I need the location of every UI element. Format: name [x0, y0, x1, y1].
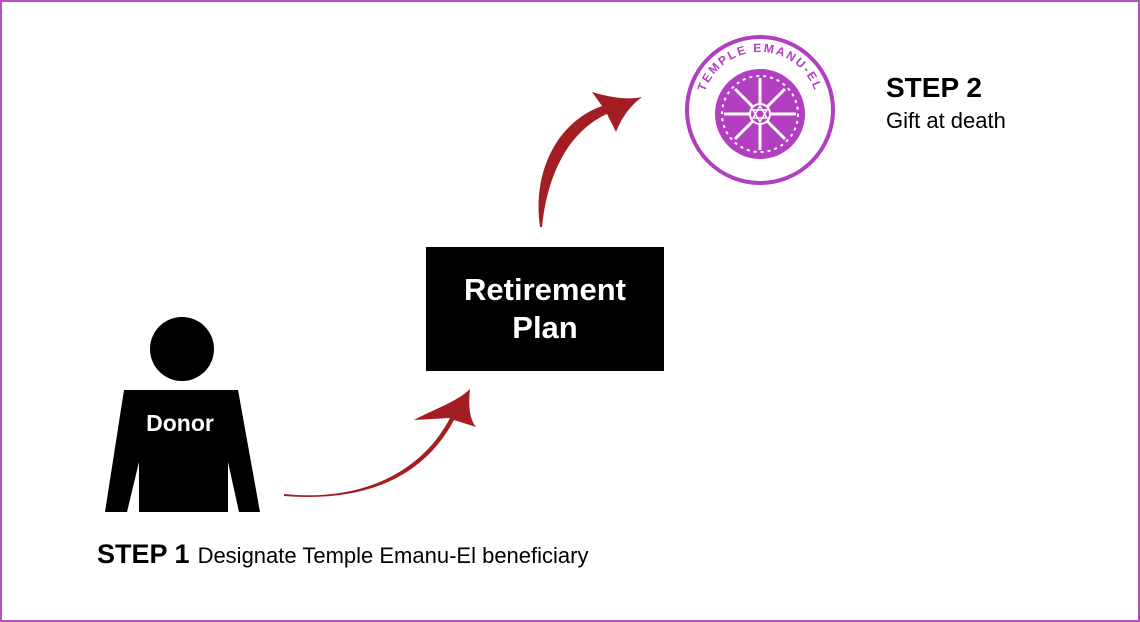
step2-description: Gift at death — [886, 108, 1006, 133]
step1-description: Designate Temple Emanu-El beneficiary — [197, 543, 589, 568]
arrow-plan-to-temple — [538, 92, 642, 227]
step1-caption: STEP 1 Designate Temple Emanu-El benefici… — [97, 539, 588, 570]
retirement-plan-line1: Retirement — [464, 272, 626, 307]
arrow-donor-to-plan — [284, 389, 476, 497]
retirement-plan-line2: Plan — [512, 310, 578, 345]
temple-emanu-el-logo: TEMPLE EMANU-EL — [685, 35, 835, 185]
step2-title: STEP 2 — [886, 72, 982, 103]
retirement-plan-box: Retirement Plan — [426, 247, 664, 371]
donor-figure-icon — [105, 317, 260, 512]
donor-label: Donor — [146, 410, 214, 436]
step2-caption: STEP 2 Gift at death — [886, 72, 1006, 134]
step1-title: STEP 1 — [97, 539, 190, 569]
